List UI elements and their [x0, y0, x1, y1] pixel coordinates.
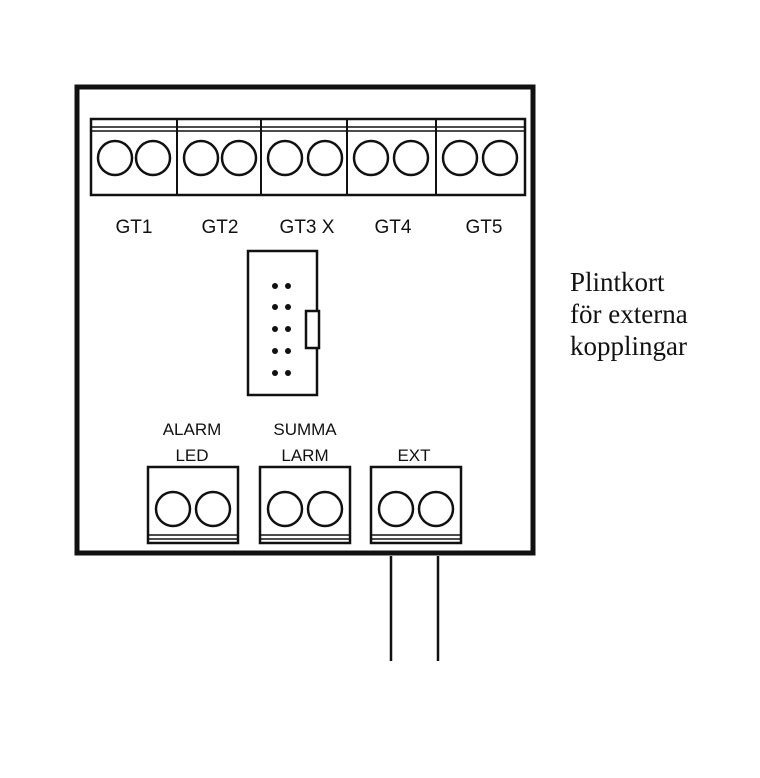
- header-pin: [272, 304, 278, 310]
- screw-terminal-icon: [194, 490, 232, 528]
- screw-terminal-icon: [266, 139, 304, 177]
- screw-terminal-icon: [377, 490, 415, 528]
- pin-header-connector: [246, 249, 321, 397]
- caption-line-1: Plintkort: [570, 267, 665, 297]
- screw-terminal-icon: [220, 139, 258, 177]
- header-pin: [272, 283, 278, 289]
- terminal-block-body: [146, 465, 240, 545]
- screw-terminal-icon: [417, 490, 455, 528]
- header-pin: [272, 326, 278, 332]
- screw-terminal-icon: [154, 490, 192, 528]
- header-pin: [272, 370, 278, 376]
- screw-terminal-icon: [182, 139, 220, 177]
- terminal-label-gt3x: GT3 X: [280, 217, 335, 238]
- terminal-block-summa-larm: [258, 465, 352, 545]
- screw-terminal-icon: [306, 490, 344, 528]
- terminal-label-ext: EXT: [397, 446, 430, 465]
- pin-header-key-notch: [304, 309, 321, 350]
- terminal-label-gt2: GT2: [202, 217, 239, 238]
- header-pin: [272, 348, 278, 354]
- board-outline: [74, 84, 536, 556]
- header-pin: [285, 370, 291, 376]
- screw-terminal-icon: [481, 139, 519, 177]
- caption-line-3: kopplingar: [570, 331, 687, 361]
- header-pin: [285, 304, 291, 310]
- terminal-label-gt4: GT4: [375, 217, 412, 238]
- screw-terminal-icon: [352, 139, 390, 177]
- terminal-block-body: [258, 465, 352, 545]
- terminal-label-gt5: GT5: [466, 217, 503, 238]
- terminal-label-gt1: GT1: [116, 217, 153, 238]
- screw-terminal-icon: [392, 139, 430, 177]
- screw-terminal-icon: [306, 139, 344, 177]
- terminal-label-larm: LARM: [281, 446, 328, 465]
- header-pin: [285, 326, 291, 332]
- screw-terminal-icon: [441, 139, 479, 177]
- terminal-label-alarm: ALARM: [163, 420, 222, 439]
- header-pin: [285, 283, 291, 289]
- terminal-block-ext: [369, 465, 463, 545]
- board-caption: Plintkort för externa kopplingar: [570, 266, 688, 362]
- header-pin: [285, 348, 291, 354]
- terminal-block-body: [369, 465, 463, 545]
- screw-terminal-icon: [96, 139, 134, 177]
- screw-terminal-icon: [134, 139, 172, 177]
- screw-terminal-icon: [266, 490, 304, 528]
- top-strip-body: [89, 117, 527, 197]
- caption-line-2: för externa: [570, 299, 688, 329]
- terminal-label-summa: SUMMA: [273, 420, 337, 439]
- terminal-block-alarm-led: [146, 465, 240, 545]
- top-terminal-strip: [89, 117, 527, 197]
- terminal-label-led: LED: [175, 446, 208, 465]
